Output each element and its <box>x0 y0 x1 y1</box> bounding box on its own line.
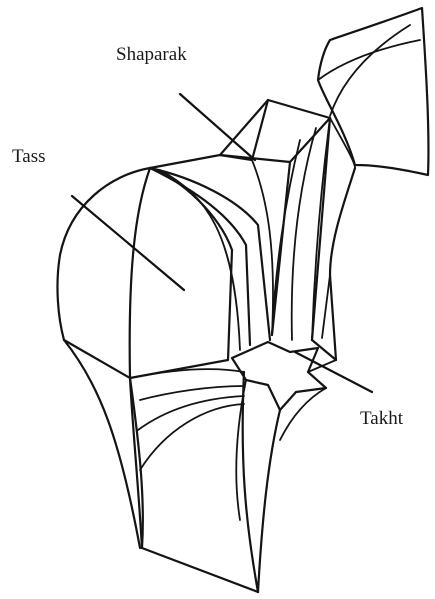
right-column-cells <box>312 118 355 360</box>
takht-star <box>232 342 326 410</box>
shaparak-label: Shaparak <box>116 44 187 65</box>
tass-label: Tass <box>12 146 46 167</box>
shaparak-cell <box>220 100 355 340</box>
tass-leader <box>72 196 184 290</box>
takht-label: Takht <box>360 408 404 429</box>
tass-cell <box>57 155 273 378</box>
lower-squinch-cells <box>64 340 336 592</box>
top-right-fan-cell <box>318 8 428 175</box>
